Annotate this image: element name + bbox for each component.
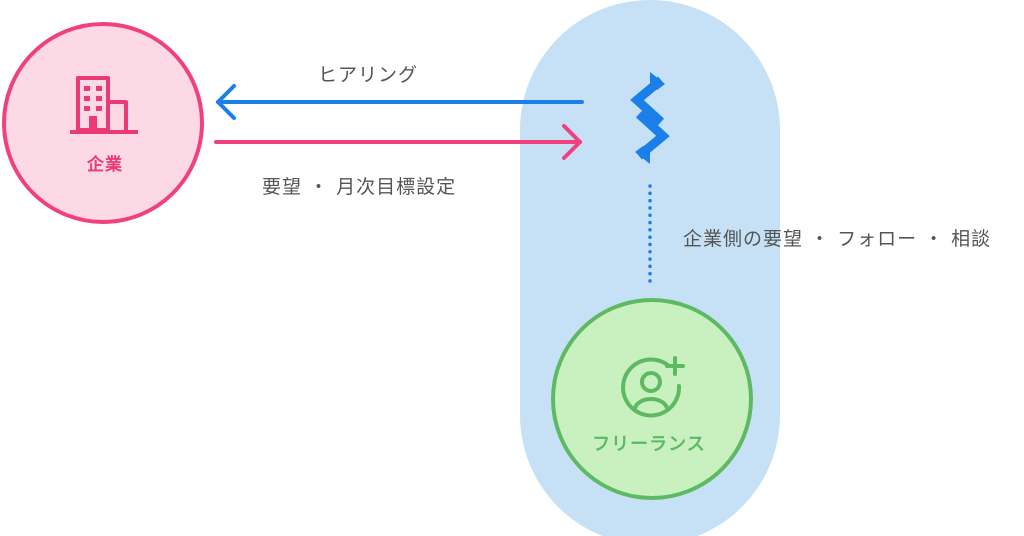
building-icon bbox=[70, 76, 138, 134]
request-arrow bbox=[214, 124, 582, 160]
hearing-label: ヒアリング bbox=[318, 64, 419, 86]
follow-dotted-line bbox=[648, 184, 652, 284]
hearing-arrow bbox=[216, 84, 584, 120]
request-label: 要望 ・ 月次目標設定 bbox=[262, 176, 457, 198]
company-node bbox=[2, 22, 204, 224]
platform-logo-icon bbox=[630, 72, 670, 164]
freelancer-label: フリーランス bbox=[592, 434, 706, 455]
user-add-icon bbox=[621, 356, 685, 418]
follow-label: 企業側の要望 ・ フォロー ・ 相談 bbox=[683, 228, 992, 250]
company-label: 企業 bbox=[87, 155, 123, 175]
